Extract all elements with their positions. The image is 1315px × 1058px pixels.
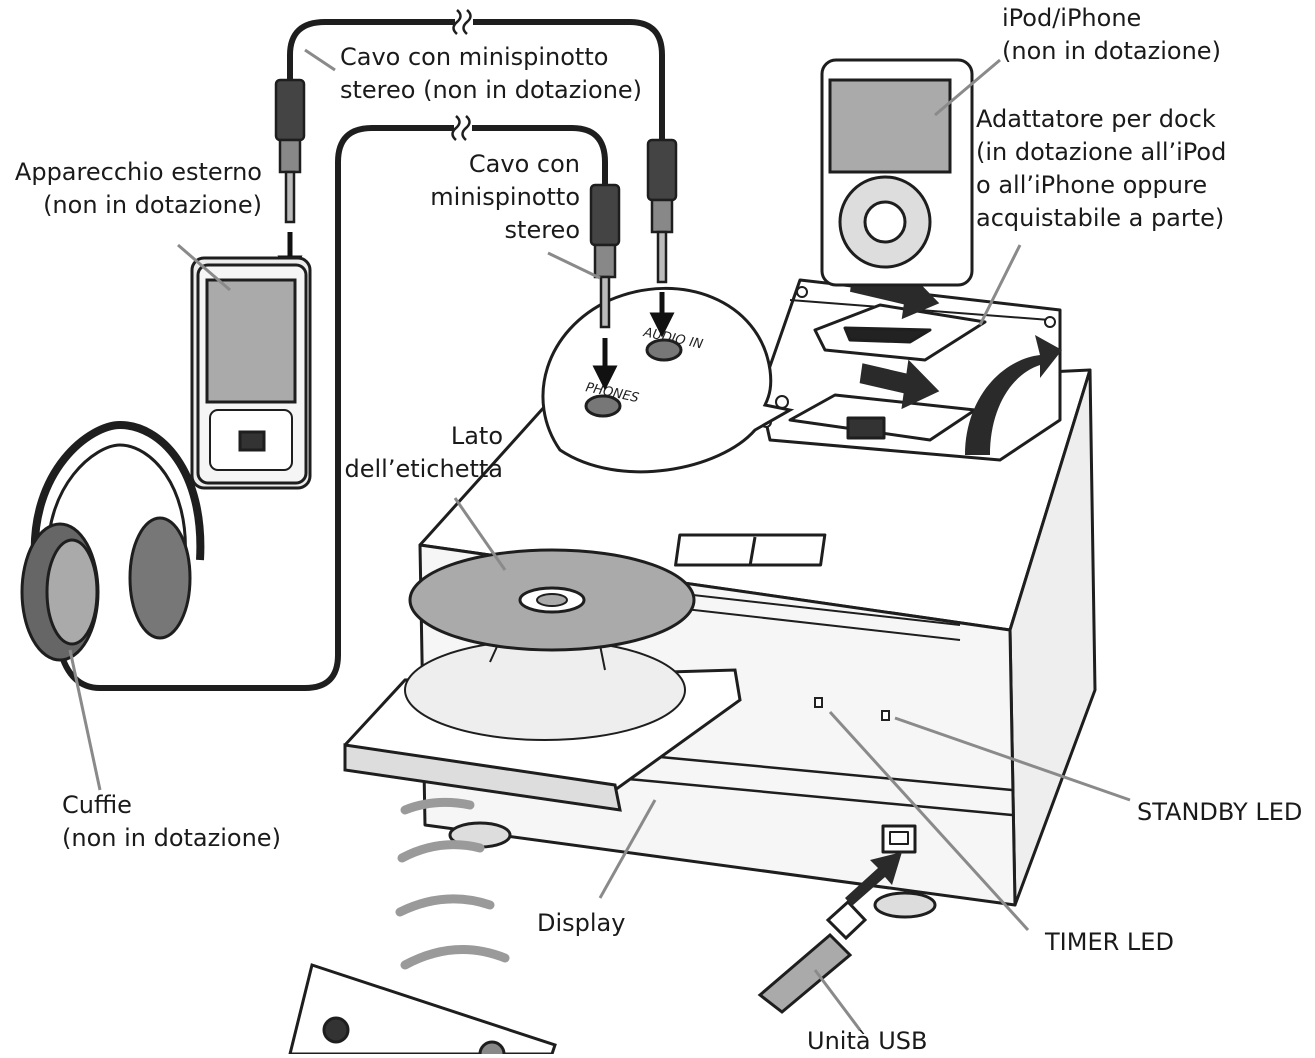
external-player-device — [190, 256, 312, 490]
plug-external — [274, 78, 306, 224]
plug-phones — [589, 183, 621, 329]
ipod-label-line1: iPod/iPhone — [1002, 4, 1142, 32]
ipod-label-line2: (non in dotazione) — [1002, 37, 1221, 65]
headphones-device — [20, 420, 205, 662]
usb-unit-label: Unità USB — [807, 1027, 928, 1055]
dock-curved-arrow — [965, 335, 1062, 455]
mini-cable-mid-label: Cavo con minispinotto stereo — [430, 148, 580, 247]
dock-adapter-line3: o all’iPhone oppure — [976, 171, 1208, 199]
external-device-line2: (non in dotazione) — [43, 191, 262, 219]
dock-adapter-line1: Adattatore per dock — [976, 105, 1216, 133]
dock-adapter-line2: (in dotazione all’iPod — [976, 138, 1227, 166]
label-side-line1: Lato — [450, 422, 503, 450]
label-side-label: Lato dell’etichetta — [344, 420, 503, 486]
display-label: Display — [537, 909, 626, 937]
leader-lines — [68, 48, 1131, 1031]
timer-led-light — [814, 697, 823, 708]
mini-cable-mid-line1: Cavo con — [468, 150, 580, 178]
timer-led-label: TIMER LED — [1045, 928, 1174, 956]
mini-cable-top-line1: Cavo con minispinotto — [340, 43, 609, 71]
standby-led-label: STANDBY LED — [1137, 798, 1303, 826]
panel-zoom-bubble — [541, 286, 795, 474]
standby-led-light — [881, 710, 890, 721]
external-device-line1: Apparecchio esterno — [14, 158, 262, 186]
remote-control — [288, 963, 557, 1054]
mini-cable-top-label: Cavo con minispinotto stereo (non in dot… — [340, 41, 642, 107]
headphones-line1: Cuffie — [62, 791, 132, 819]
external-device-label: Apparecchio esterno (non in dotazione) — [15, 156, 262, 222]
dock-adapter-label: Adattatore per dock (in dotazione all’iP… — [976, 103, 1226, 235]
headphones-line2: (non in dotazione) — [62, 824, 281, 852]
usb-insert-arrow — [845, 852, 902, 906]
remote-signal-waves — [395, 797, 510, 970]
headphones-label: Cuffie (non in dotazione) — [62, 789, 281, 855]
plug-audio-in — [646, 138, 678, 284]
cable-break-marks — [451, 9, 473, 141]
dock-down-arrow-bottom — [859, 359, 940, 410]
disc-tray — [343, 638, 742, 812]
mini-cable-top-line2: stereo (non in dotazione) — [340, 76, 643, 104]
ipod-device — [820, 58, 974, 287]
usb-stick — [757, 899, 868, 1014]
mini-cable-mid-line3: stereo — [504, 216, 580, 244]
cd-disc — [408, 548, 696, 652]
ipod-label: iPod/iPhone (non in dotazione) — [1002, 2, 1221, 68]
mini-cable-mid-line2: minispinotto — [430, 183, 580, 211]
label-side-line2: dell’etichetta — [344, 455, 503, 483]
cables — [57, 19, 665, 691]
dock-adapter-line4: acquistabile a parte) — [976, 204, 1225, 232]
